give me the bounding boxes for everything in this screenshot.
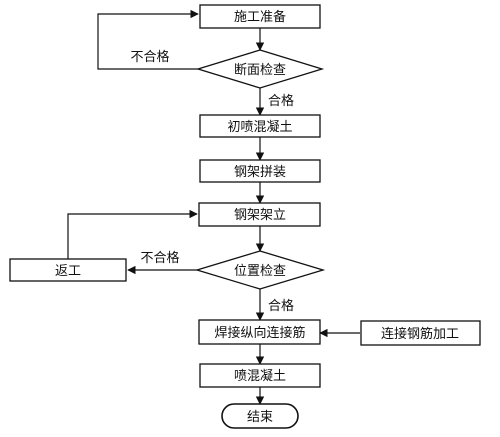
node-end: 结束 [221, 403, 299, 429]
node-prep-label: 施工准备 [234, 9, 286, 25]
node-frame-erection: 钢架架立 [198, 202, 321, 227]
node-weld-rebar-label: 焊接纵向连接筋 [214, 325, 305, 341]
node-weld-rebar: 焊接纵向连接筋 [198, 319, 321, 345]
node-position-check-label: 位置检查 [234, 264, 286, 279]
node-section-check: 断面检查 [195, 49, 325, 89]
node-rebar-processing-label: 连接钢筋加工 [381, 326, 459, 342]
node-rebar-processing: 连接钢筋加工 [360, 320, 481, 346]
node-frame-assembly: 钢架拼装 [199, 159, 321, 183]
node-initial-shotcrete-label: 初喷混凝土 [227, 119, 292, 135]
node-shotcrete-label: 喷混凝土 [234, 368, 286, 384]
edge-section-fail-loop [97, 9, 199, 70]
node-end-label: 结束 [247, 410, 273, 425]
node-frame-assembly-label: 钢架拼装 [234, 165, 286, 180]
node-section-check-label: 断面检查 [234, 63, 286, 78]
node-position-check: 位置检查 [194, 250, 326, 290]
edge-label-section-fail: 不合格 [130, 49, 169, 65]
edge-label-position-fail: 不合格 [140, 250, 179, 266]
node-initial-shotcrete: 初喷混凝土 [199, 114, 321, 138]
edge-label-section-pass: 合格 [268, 93, 294, 109]
node-rework: 返工 [9, 258, 127, 282]
node-frame-erection-label: 钢架架立 [234, 208, 286, 223]
node-rework-label: 返工 [55, 264, 81, 279]
node-shotcrete: 喷混凝土 [199, 363, 321, 388]
node-prep: 施工准备 [199, 4, 321, 29]
edge-label-position-pass: 合格 [268, 298, 294, 314]
edge-rework-loop [67, 209, 198, 259]
